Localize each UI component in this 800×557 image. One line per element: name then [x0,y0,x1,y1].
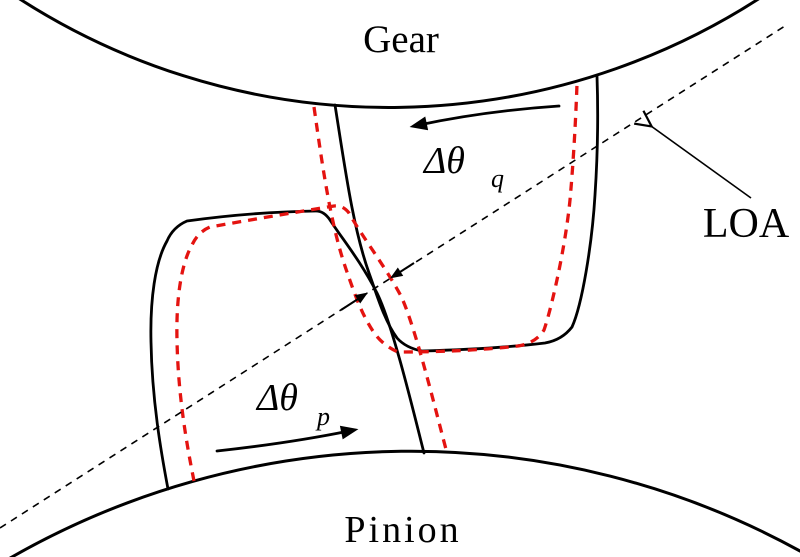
gear-backlash-delta-theta: Δθ [422,140,465,182]
gear-tooth-shifted-outline [312,83,579,354]
rotation-arrows [215,104,561,453]
pinion-backlash-subscript: p [315,402,330,431]
pinion-label: Pinion [344,509,461,551]
gear-rotation-arrow [409,104,561,131]
gear-backlash-symbol: Δθ [422,140,465,182]
loa-pointer-arrow [651,126,752,199]
loa-label: LOA [703,201,790,247]
gear-label: Gear [363,18,439,61]
line-of-action-group [0,23,789,529]
pinion-backlash-delta-theta: Δθ [255,377,298,419]
pinion-tooth-solid-outline [149,209,426,491]
labels: Gear Pinion LOA Δθ q Δθ p [255,18,790,551]
gear-backlash-subscript: q [491,164,504,193]
contact-indicator-right-arrow [390,262,415,279]
pinion-rotation-arrow [215,425,359,453]
shifted-geometry [175,83,579,482]
contact-indicator-left-arrow [340,292,368,311]
pinion-backlash-symbol: Δθ [255,377,298,419]
gear-rim-curve [18,0,760,109]
pinion-rim-curve [9,449,800,557]
